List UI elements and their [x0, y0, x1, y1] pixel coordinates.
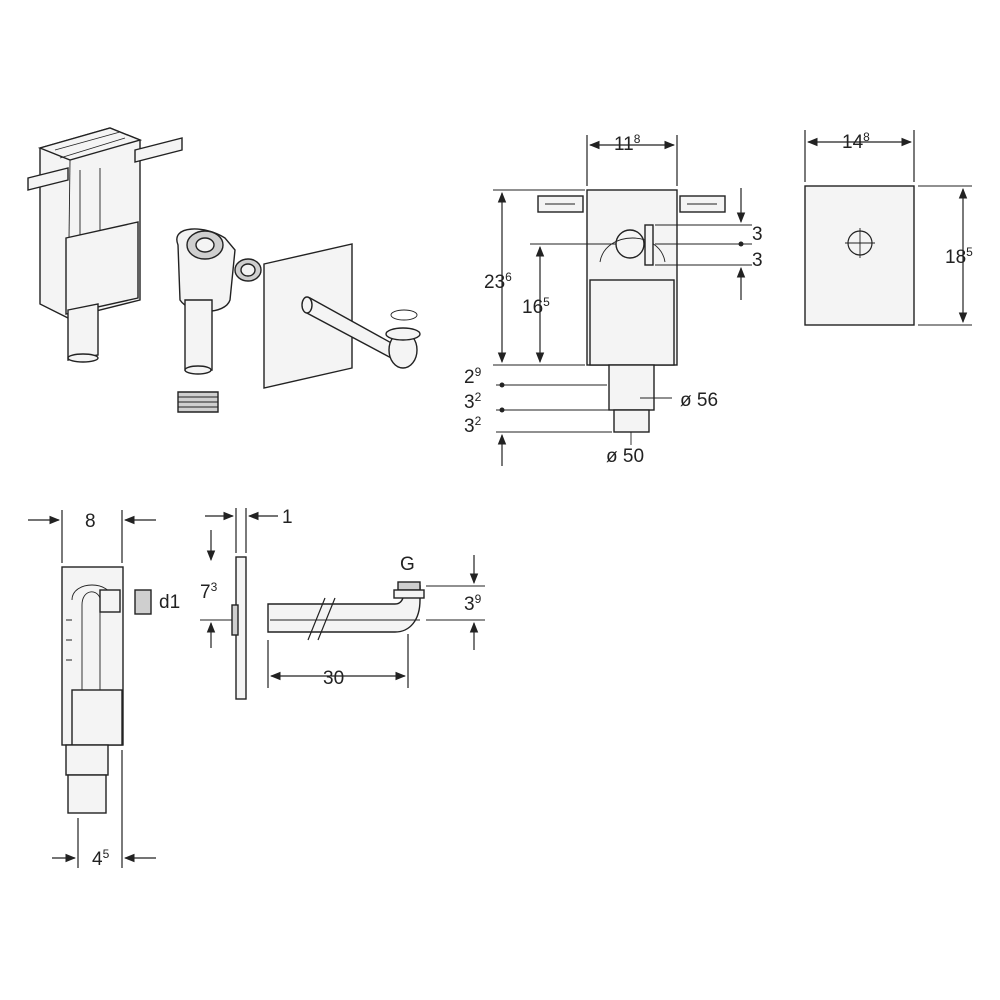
- dim-plate-height: 73: [200, 580, 218, 603]
- label-connector: d1: [159, 592, 180, 613]
- cover-plate-view: [804, 130, 972, 326]
- dim-plate-thickness: 1: [282, 507, 293, 528]
- iso-wall-box: [27, 127, 183, 363]
- dim-outlet-step1: 29: [464, 365, 482, 388]
- dim-side-depth: 8: [85, 511, 96, 532]
- side-view: [28, 510, 156, 868]
- dim-inlet-height: 165: [522, 295, 550, 318]
- dim-cover-width: 148: [842, 130, 870, 153]
- dim-elbow-height: 39: [464, 592, 482, 615]
- dim-outlet-step2: 32: [464, 390, 482, 413]
- pipe-side-view: [200, 508, 485, 700]
- dim-pipe-length: 30: [323, 668, 344, 689]
- dim-diameter-50: ø 50: [606, 446, 644, 467]
- front-view: [493, 135, 752, 466]
- dim-outlet-step3: 32: [464, 414, 482, 437]
- isometric-assembly: [27, 127, 421, 413]
- iso-siphon: [176, 228, 262, 413]
- iso-cover-plate: [263, 243, 421, 389]
- label-thread: G: [400, 554, 415, 575]
- dim-offset-top: 3: [752, 224, 763, 245]
- dim-total-height: 236: [484, 270, 512, 293]
- dim-offset-bottom: 3: [752, 250, 763, 271]
- dim-outlet-offset: 45: [92, 847, 110, 870]
- dim-front-width: 118: [614, 132, 641, 155]
- dim-diameter-56: ø 56: [680, 390, 718, 411]
- dim-cover-height: 185: [945, 245, 973, 268]
